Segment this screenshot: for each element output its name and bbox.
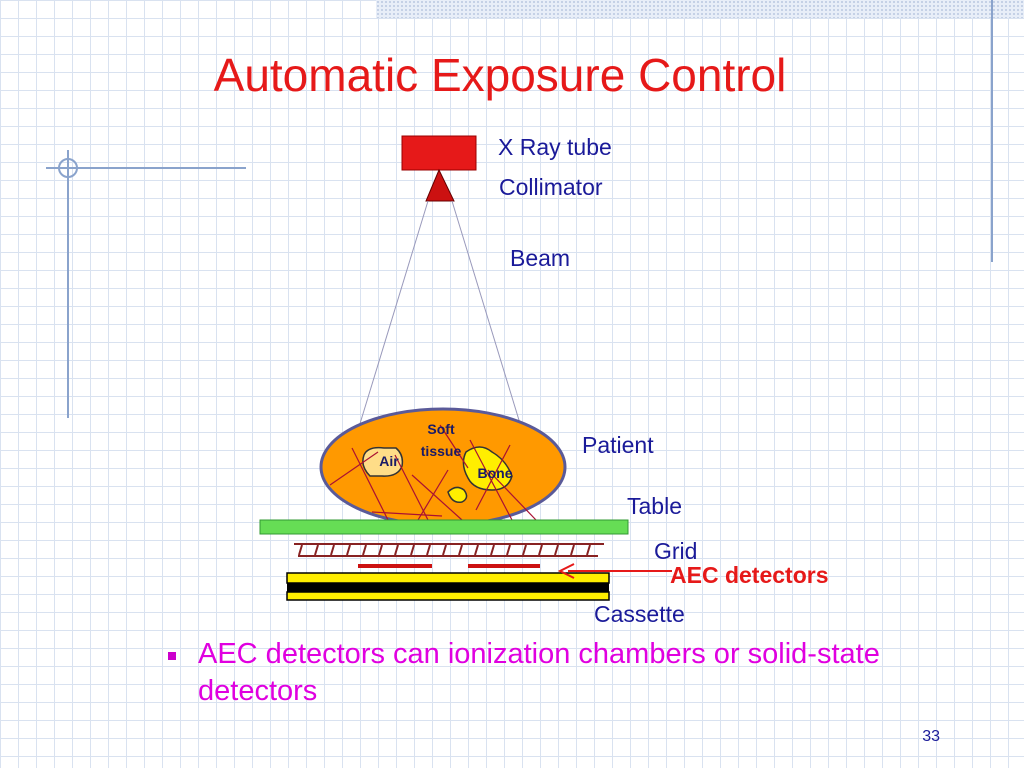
beam-label: Beam <box>510 245 571 271</box>
cassette-middle <box>287 583 609 592</box>
aec-detectors-label: AEC detectors <box>670 562 829 588</box>
air-region <box>362 446 404 477</box>
bone-region <box>462 446 513 491</box>
xray-tube <box>401 135 477 171</box>
cassette-bottom <box>286 591 610 601</box>
header-band-decoration <box>376 0 1024 18</box>
cassette-label: Cassette <box>594 601 685 627</box>
slide-title: Automatic Exposure Control <box>213 49 787 101</box>
aec-detector-right <box>468 564 540 568</box>
table-bar <box>259 519 629 535</box>
table-label: Table <box>627 493 682 519</box>
scatter-rays <box>329 424 537 521</box>
bullet-square-icon <box>168 652 176 660</box>
bullet-text: AEC detectors can ionization chambers or… <box>198 638 880 707</box>
cassette-top <box>286 572 610 584</box>
soft-tissue-label-line1: Soft <box>427 421 455 437</box>
bone-label: Bone <box>478 465 513 481</box>
xray-tube-label: X Ray tube <box>498 134 612 160</box>
beam-line-right <box>451 200 523 431</box>
bone-fragment <box>447 486 468 504</box>
collimator-label: Collimator <box>499 174 603 200</box>
page-number: 33 <box>922 728 940 745</box>
crosshair-circle <box>58 158 78 178</box>
aec-arrow-head <box>557 563 575 579</box>
aec-detector-left <box>358 564 432 568</box>
grid-slats <box>294 543 604 557</box>
soft-tissue-label-line2: tissue <box>421 443 462 459</box>
grid-label: Grid <box>654 538 698 564</box>
patient-label: Patient <box>582 432 654 458</box>
beam-line-left <box>354 200 429 441</box>
collimator <box>425 168 455 202</box>
air-label: Air <box>379 453 399 469</box>
